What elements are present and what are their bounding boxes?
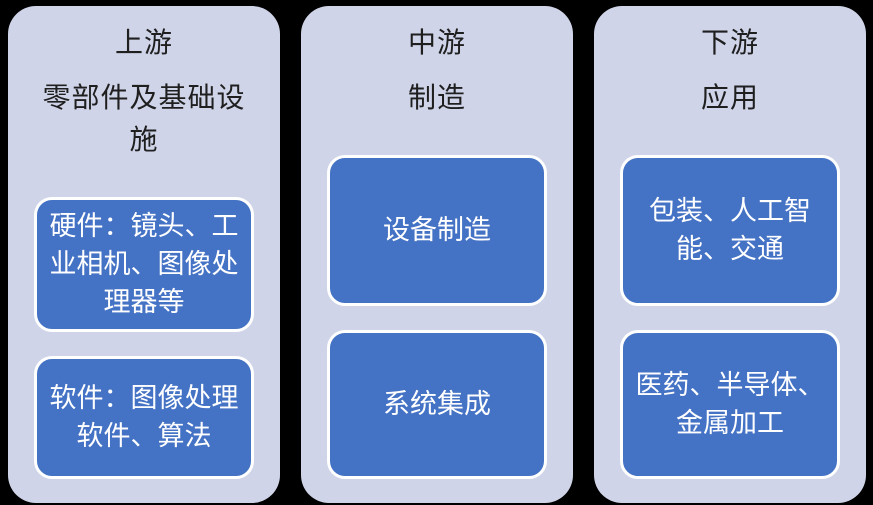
- upstream-hardware-box: 硬件：镜头、工业相机、图像处理器等: [34, 197, 254, 333]
- column-title: 中游: [407, 27, 466, 58]
- downstream-industries-box: 医药、半导体、金属加工: [620, 330, 840, 479]
- box-text: 包装、人工智能、交通: [649, 195, 811, 264]
- column-upstream: 上游 零部件及基础设施 硬件：镜头、工业相机、图像处理器等 软件：图像处理软件、…: [8, 6, 280, 503]
- box-text: 硬件：镜头、工业相机、图像处理器等: [49, 211, 239, 317]
- midstream-integration-box: 系统集成: [327, 330, 547, 479]
- upstream-software-box: 软件：图像处理软件、算法: [34, 356, 254, 479]
- column-downstream: 下游 应用 包装、人工智能、交通 医药、半导体、金属加工: [594, 6, 866, 503]
- column-title: 上游: [114, 27, 173, 58]
- column-subtitle: 制造: [407, 82, 466, 113]
- box-text: 医药、半导体、金属加工: [635, 369, 825, 438]
- column-midstream: 中游 制造 设备制造 系统集成: [301, 6, 573, 503]
- box-text: 设备制造: [383, 214, 491, 245]
- column-subtitle: 应用: [700, 82, 759, 113]
- downstream-applications-box: 包装、人工智能、交通: [620, 155, 840, 306]
- box-text: 软件：图像处理软件、算法: [49, 382, 239, 451]
- box-text: 系统集成: [383, 388, 491, 419]
- column-subtitle: 零部件及基础设施: [42, 82, 246, 155]
- column-title: 下游: [700, 27, 759, 58]
- midstream-equipment-box: 设备制造: [327, 155, 547, 306]
